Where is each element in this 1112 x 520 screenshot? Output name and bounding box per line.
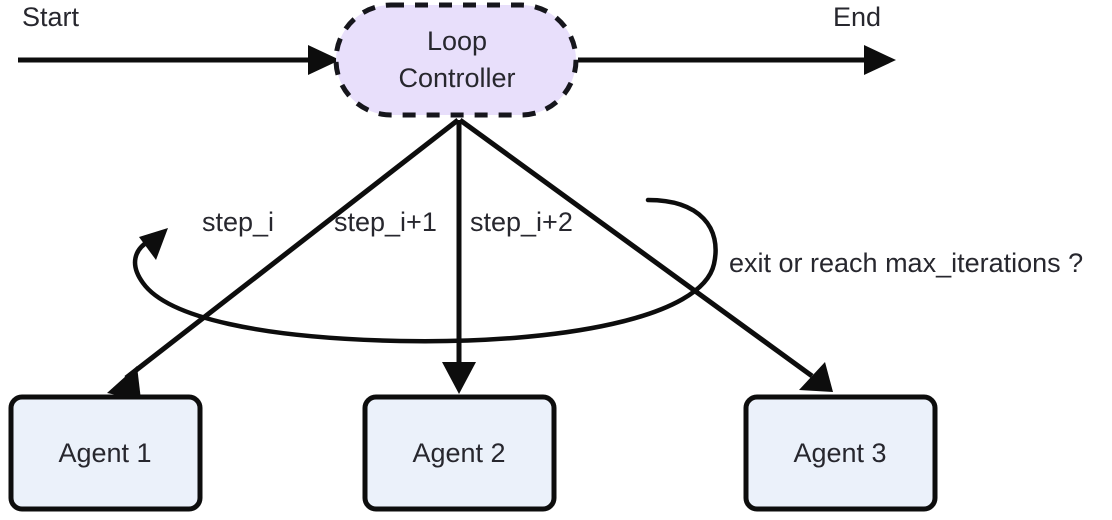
agent2-arrow-head-icon (442, 362, 476, 394)
agent-1-label: Agent 1 (58, 438, 151, 468)
agent-2-shape (362, 394, 557, 512)
agent3-edge-line (458, 117, 814, 379)
loop-controller-label-line2: Controller (398, 63, 515, 93)
edge-controller-to-agent-3 (458, 117, 833, 392)
end-arrow-head-icon (864, 45, 896, 75)
loop-controller-label-line1: Loop (427, 26, 487, 56)
edge-controller-to-agent-1 (107, 118, 460, 400)
loop-controller-shape (333, 2, 579, 118)
edge-label-step-i-plus-1: step_i+1 (334, 207, 437, 237)
feedback-loop-curve (132, 197, 718, 344)
edge-feedback-loop (132, 197, 718, 344)
edge-controller-to-end (578, 45, 896, 75)
agent-3-shape (743, 394, 938, 512)
edge-label-exit-condition: exit or reach max_iterations ? (729, 248, 1083, 278)
node-agent-3[interactable]: Agent 3 (743, 394, 938, 512)
agent1-edge-line (124, 118, 460, 380)
agent-3-label: Agent 3 (793, 438, 886, 468)
agent-2-label: Agent 2 (412, 438, 505, 468)
edge-label-step-i: step_i (202, 207, 274, 237)
start-label: Start (22, 2, 80, 32)
start-arrow-head-icon (308, 45, 340, 75)
edge-label-step-i-plus-2: step_i+2 (470, 207, 573, 237)
feedback-arrow-head-icon (139, 228, 168, 260)
agent-1-shape (8, 394, 203, 512)
end-label: End (833, 2, 881, 32)
edge-start-to-controller (18, 45, 340, 75)
agent1-arrow-head-icon (107, 366, 141, 400)
node-agent-1[interactable]: Agent 1 (8, 394, 203, 512)
agent3-arrow-head-icon (799, 362, 833, 392)
node-loop-controller[interactable]: Loop Controller (333, 2, 579, 118)
node-agent-2[interactable]: Agent 2 (362, 394, 557, 512)
edge-controller-to-agent-2 (442, 120, 476, 394)
